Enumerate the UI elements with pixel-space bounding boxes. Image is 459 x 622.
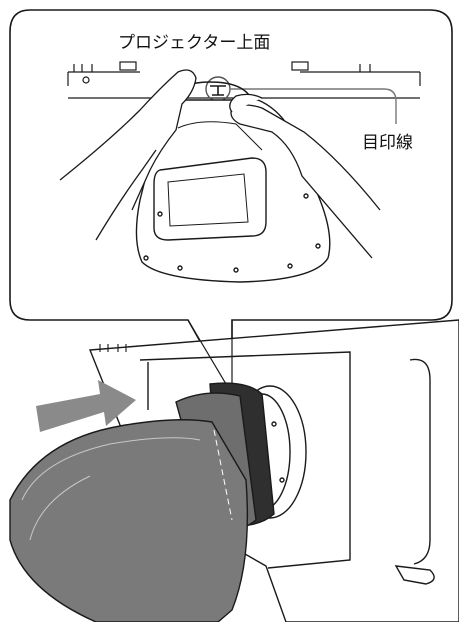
index-mark-label: 目印線 bbox=[362, 133, 413, 153]
projector-top-surface bbox=[67, 61, 421, 99]
lens-assembly bbox=[9, 382, 307, 622]
callout-pointer bbox=[187, 319, 233, 385]
callout-panel: プロジェクター上面 目印線 bbox=[9, 9, 453, 381]
insert-direction-arrow bbox=[36, 380, 136, 432]
hands-illustration bbox=[59, 69, 381, 259]
callout-title: プロジェクター上面 bbox=[118, 33, 270, 53]
